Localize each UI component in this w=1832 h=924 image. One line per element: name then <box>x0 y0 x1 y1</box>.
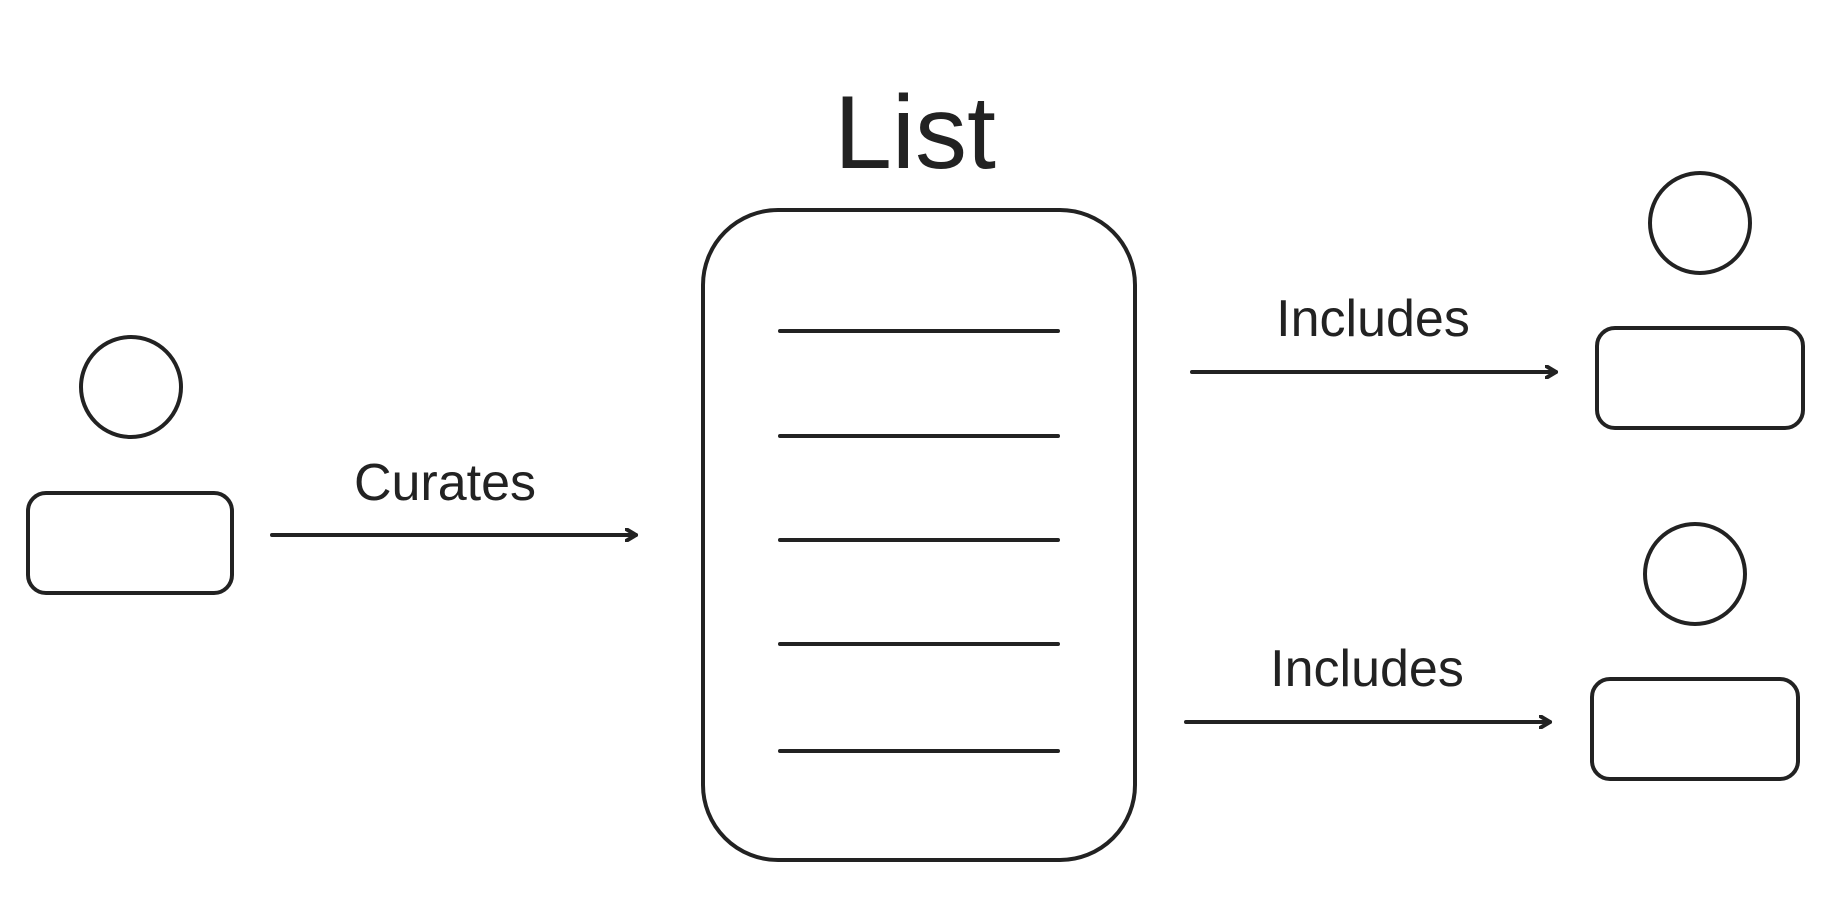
member-head-top <box>1648 171 1752 275</box>
member-head-bottom <box>1643 522 1747 626</box>
curates-edge-label: Curates <box>354 454 536 512</box>
list-box <box>701 208 1137 862</box>
member-body-top <box>1595 326 1805 430</box>
includes-edge-label-top: Includes <box>1276 290 1470 348</box>
curator-head <box>79 335 183 439</box>
includes-edge-top: Includes <box>1190 290 1558 372</box>
curator-person-icon <box>26 335 234 595</box>
curator-body <box>26 491 234 595</box>
list-document-icon <box>701 208 1137 862</box>
member-person-icon-top <box>1595 171 1805 430</box>
member-body-bottom <box>1590 677 1800 781</box>
member-person-icon-bottom <box>1590 522 1800 781</box>
diagram-title: List <box>834 75 996 191</box>
includes-edge-bottom: Includes <box>1184 640 1552 722</box>
includes-edge-label-bottom: Includes <box>1270 640 1464 698</box>
curates-edge: Curates <box>270 454 638 535</box>
